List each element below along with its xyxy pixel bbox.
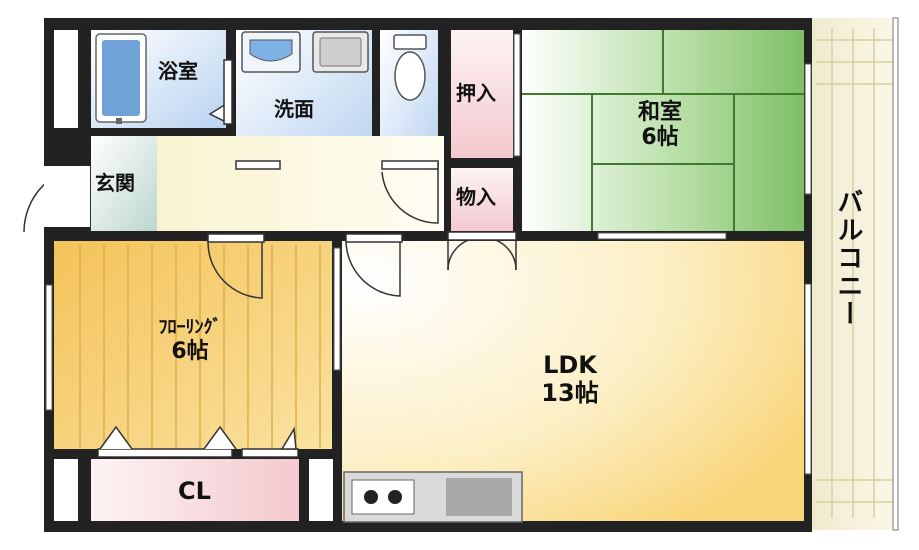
closet-label: CL <box>178 477 211 505</box>
flooring-stripes <box>79 245 321 448</box>
ldk-name: LDK <box>543 351 597 379</box>
bathtub-icon <box>95 33 147 124</box>
oshiire-label: 押入 <box>456 81 496 105</box>
tatami-grid <box>522 30 804 231</box>
flooring-room-size: 6帖 <box>171 338 209 364</box>
entrance-label: 玄関 <box>95 171 135 195</box>
ldk-door <box>345 239 401 297</box>
balcony-label: バルコニー <box>832 188 863 328</box>
toilet-icon <box>393 34 427 101</box>
store-label: 物入 <box>456 185 496 209</box>
flooring-room-name: ﾌﾛｰﾘﾝｸﾞ <box>158 317 222 338</box>
ldk-label: LDK 13帖 <box>510 351 630 407</box>
washing-machine-icon <box>312 31 369 73</box>
japanese-room-name: 和室 <box>637 100 682 125</box>
stove-burner-icon <box>388 490 402 504</box>
balcony <box>812 17 899 531</box>
japanese-room-label: 和室 6帖 <box>600 100 720 151</box>
kitchen-counter <box>343 471 523 523</box>
oshiire <box>451 30 513 158</box>
ldk-size: 13帖 <box>541 378 599 407</box>
corner-closet-top <box>54 30 78 128</box>
flooring-room <box>54 241 332 449</box>
japanese-room-size: 6帖 <box>641 125 679 151</box>
entrance <box>91 136 157 231</box>
closet-cl <box>91 459 299 521</box>
flooring-door <box>207 238 263 299</box>
corner-closet-bottom-right <box>309 459 333 521</box>
bath-label: 浴室 <box>158 59 198 83</box>
washroom-label: 洗面 <box>274 97 314 121</box>
kitchen-sink-icon <box>446 478 512 516</box>
windows <box>45 33 812 475</box>
stove-burner-icon <box>364 490 378 504</box>
toilet-door <box>381 161 439 224</box>
corner-closet-bottom-left <box>54 459 78 521</box>
store-closet <box>451 168 513 231</box>
sink-icon <box>241 31 301 73</box>
flooring-room-label: ﾌﾛｰﾘﾝｸﾞ 6帖 <box>120 317 260 364</box>
